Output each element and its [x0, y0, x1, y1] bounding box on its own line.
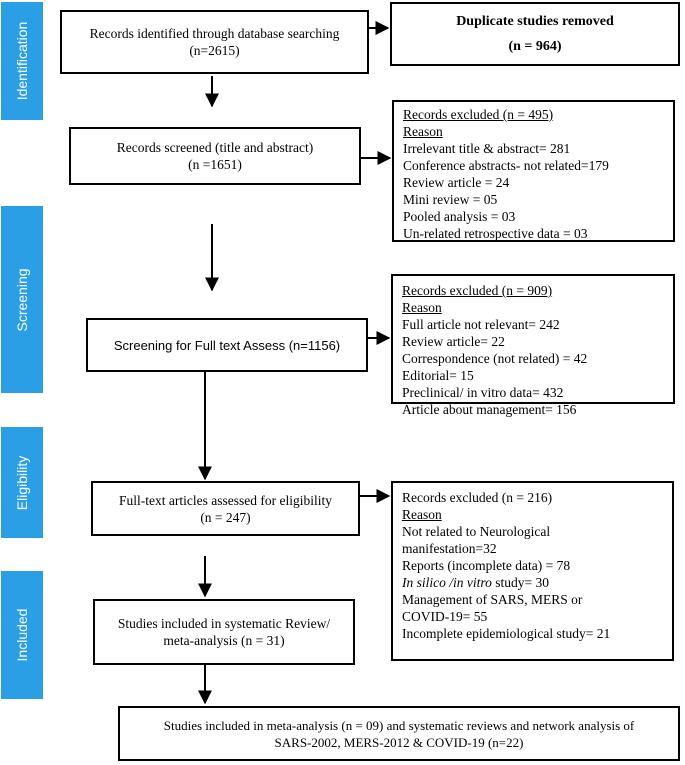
- excluded-2-item: Correspondence (not related) = 42: [402, 351, 588, 366]
- excluded-3-item: Management of SARS, MERS or: [402, 592, 583, 607]
- phase-bar-screening: Screening: [1, 206, 43, 393]
- phase-bar-included: Included: [1, 571, 43, 699]
- excluded-3-item: Incomplete epidemiological study= 21: [402, 626, 611, 641]
- identified-text: Records identified through database sear…: [89, 26, 340, 41]
- included-text: Studies included in systematic Review/: [117, 616, 331, 631]
- phase-bar-identification: Identification: [1, 2, 43, 120]
- box-records-identified: Records identified through database sear…: [60, 10, 369, 74]
- excluded-2-item: Article about management= 156: [402, 402, 577, 417]
- box-eligibility-assessed: Full-text articles assessed for eligibil…: [91, 481, 360, 536]
- silico-italic-text: In silico /in vitro: [402, 575, 492, 590]
- phase-label-included: Included: [14, 608, 30, 662]
- excluded-3-title: Records excluded (n = 216): [402, 490, 553, 505]
- excluded-2-title: Records excluded (n = 909): [402, 283, 553, 298]
- excluded-1-reason: Reason: [403, 124, 443, 139]
- excluded-3-reason: Reason: [402, 507, 442, 522]
- final-text: Studies included in meta-analysis (n = 0…: [163, 717, 635, 733]
- excluded-1-item: Review article = 24: [403, 175, 510, 190]
- duplicates-text: Duplicate studies removed: [456, 14, 614, 29]
- box-records-excluded-2: Records excluded (n = 909) Reason Full a…: [391, 274, 675, 417]
- excluded-1-item: Mini review = 05: [403, 192, 498, 207]
- phase-bar-eligibility: Eligibility: [1, 427, 43, 538]
- excluded-2-item: Full article not relevant= 242: [402, 317, 560, 332]
- excluded-1-item: Pooled analysis = 03: [403, 209, 516, 224]
- excluded-1-item: Conference abstracts- not related=179: [403, 158, 609, 173]
- eligibility-count: (n = 247): [200, 509, 251, 525]
- box-final-included: Studies included in meta-analysis (n = 0…: [118, 706, 680, 761]
- box-studies-included: Studies included in systematic Review/ m…: [93, 599, 355, 665]
- excluded-3-item: Reports (incomplete data) = 78: [402, 558, 571, 573]
- box-records-excluded-1: Records excluded (n = 495) Reason Irrele…: [392, 100, 675, 242]
- excluded-1-title: Records excluded (n = 495): [403, 107, 554, 122]
- eligibility-text: Full-text articles assessed for eligibil…: [119, 492, 332, 508]
- excluded-1-item: Irrelevant title & abstract= 281: [403, 141, 571, 156]
- excluded-2-item: Editorial= 15: [402, 368, 474, 383]
- excluded-2-item: Review article= 22: [402, 334, 505, 349]
- box-fulltext-screening: Screening for Full text Assess (n=1156): [86, 318, 368, 372]
- box-records-screened: Records screened (title and abstract) (n…: [69, 127, 361, 185]
- excluded-2-item: Preclinical/ in vitro data= 432: [402, 385, 564, 400]
- phase-label-eligibility: Eligibility: [14, 455, 30, 510]
- excluded-2-reason: Reason: [402, 300, 442, 315]
- identified-count: (n=2615): [189, 43, 240, 58]
- screened-count: (n =1651): [188, 157, 242, 172]
- excluded-3-item: COVID-19= 55: [402, 609, 488, 624]
- phase-label-identification: Identification: [14, 21, 30, 101]
- silico-count-text: study= 30: [491, 575, 549, 590]
- excluded-3-item: Not related to Neurological: [402, 524, 551, 539]
- fulltext-screen-text: Screening for Full text Assess (n=1156): [113, 337, 341, 353]
- duplicates-count: (n = 964): [508, 39, 562, 54]
- screened-text: Records screened (title and abstract): [116, 140, 314, 155]
- final-count: SARS-2002, MERS-2012 & COVID-19 (n=22): [274, 734, 524, 750]
- box-records-excluded-3: Records excluded (n = 216) Reason Not re…: [391, 481, 674, 661]
- excluded-3-item-silico: In silico /in vitro study= 30: [402, 574, 672, 591]
- phase-label-screening: Screening: [14, 267, 30, 332]
- box-duplicates-removed: Duplicate studies removed (n = 964): [390, 2, 680, 66]
- excluded-1-item: Un-related retrospective data = 03: [403, 226, 588, 241]
- included-count: meta-analysis (n = 31): [163, 633, 285, 648]
- excluded-3-item: manifestation=32: [402, 541, 497, 556]
